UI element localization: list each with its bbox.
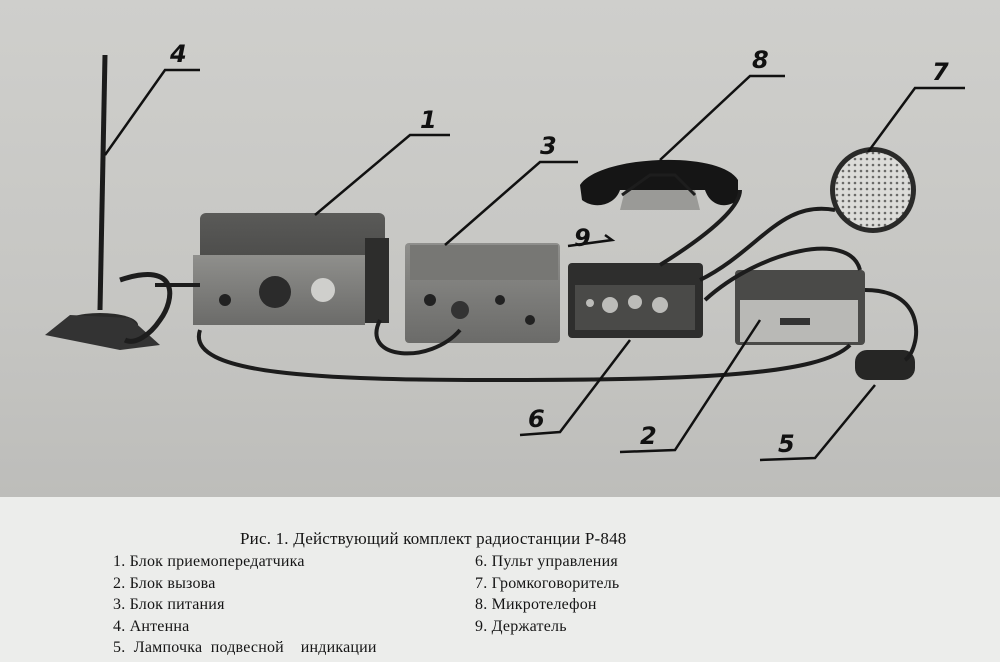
callout-numbers: 4 1 3 8 7 9 6 2 5: [169, 40, 949, 458]
legend-item: 9. Держатель: [475, 618, 567, 635]
caption-block: Рис. 1. Действующий комплект радиостанци…: [0, 497, 1000, 662]
handset: [580, 159, 738, 210]
legend-item: 2. Блок вызова: [113, 575, 216, 592]
loudspeaker: [830, 147, 916, 233]
legend-item: 3. Блок питания: [113, 596, 225, 613]
legend-item: 5. Лампочка подвесной индикации: [113, 639, 377, 656]
legend-item: 1. Блок приемопередатчика: [113, 553, 305, 570]
figure-caption: Рис. 1. Действующий комплект радиостанци…: [240, 529, 627, 548]
legend-item: 7. Громкоговоритель: [475, 575, 620, 592]
legend-item: 4. Антенна: [113, 618, 190, 635]
callout-label: 9: [574, 224, 591, 252]
indicator-lamp: [855, 350, 915, 380]
transceiver-unit: [193, 213, 389, 325]
power-supply-unit: [405, 243, 560, 343]
antenna: [45, 54, 173, 350]
control-panel-unit: [568, 263, 703, 338]
legend-item: 6. Пульт управления: [475, 553, 618, 570]
callout-lines: [103, 68, 965, 462]
callout-label: 8: [752, 46, 769, 74]
callout-label: 7: [932, 58, 949, 86]
cables: [155, 189, 919, 383]
callout-label: 6: [528, 405, 545, 433]
callout-label: 5: [778, 430, 795, 458]
call-unit: [735, 270, 865, 345]
equipment-photo: 4 1 3 8 7 9 6 2 5: [0, 0, 1000, 497]
legend-item: 8. Микротелефон: [475, 596, 597, 613]
callout-label: 1: [420, 106, 437, 134]
callout-label: 4: [169, 40, 187, 68]
callout-label: 3: [540, 132, 557, 160]
callout-label: 2: [640, 422, 657, 450]
